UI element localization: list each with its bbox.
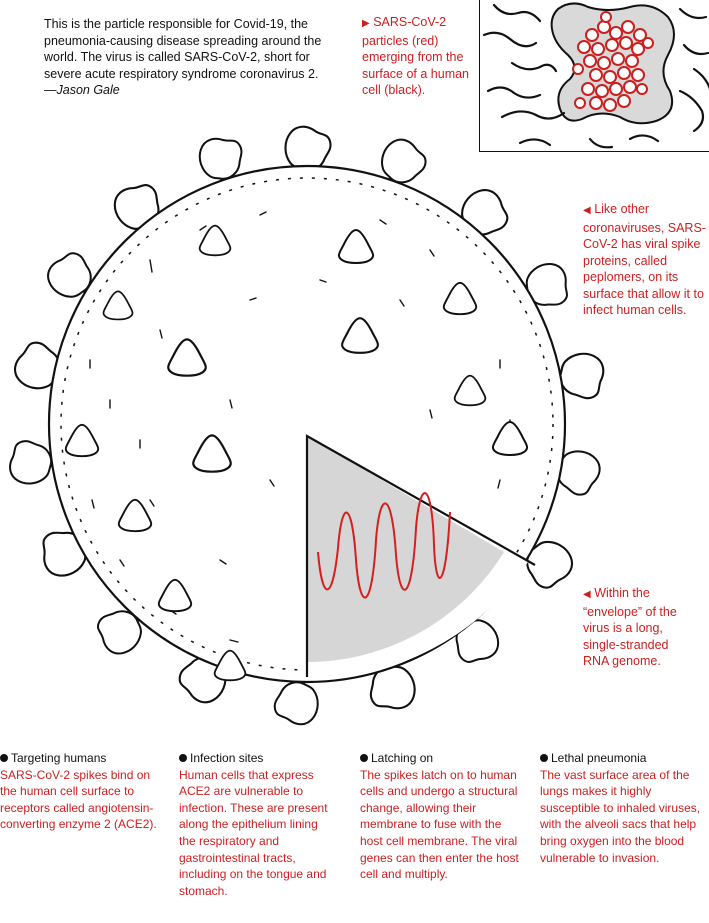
intro-byline: —Jason Gale: [44, 83, 120, 97]
cutaway-edge: [305, 434, 536, 677]
cell-particles-inset: [479, 0, 709, 152]
rna-genome: [317, 492, 451, 599]
column-heading: Latching on: [360, 750, 520, 767]
column-body: The vast surface area of the lungs makes…: [540, 767, 701, 865]
bullet-icon: [179, 754, 187, 762]
inset-caption-text: SARS-CoV-2 particles (red) emerging from…: [362, 15, 470, 97]
spike-caption: ◀ Like other coronaviruses, SARS-CoV-2 h…: [583, 201, 707, 319]
envelope-caption: ◀ Within the “envelope” of the virus is …: [583, 585, 693, 670]
column-heading-text: Targeting humans: [11, 751, 107, 765]
spike-caption-text: Like other coronaviruses, SARS-CoV-2 has…: [583, 202, 706, 317]
column-heading: Infection sites: [179, 750, 337, 767]
intro-text-block: This is the particle responsible for Cov…: [44, 16, 344, 99]
column-heading-text: Latching on: [371, 751, 434, 765]
envelope-caption-text: Within the “envelope” of the virus is a …: [583, 586, 677, 668]
column-body: SARS-CoV-2 spikes bind on the human cell…: [0, 767, 157, 832]
column-infection-sites: Infection sites Human cells that express…: [179, 750, 337, 899]
left-triangle-icon: ◀: [583, 205, 591, 216]
inset-caption: ▶ SARS-CoV-2 particles (red) emerging fr…: [362, 14, 474, 99]
column-latching-on: Latching on The spikes latch on to human…: [360, 750, 520, 883]
column-heading-text: Infection sites: [190, 751, 264, 765]
cell-surface-illustration: [482, 2, 709, 149]
column-heading: Targeting humans: [0, 750, 165, 767]
left-triangle-icon: ◀: [583, 589, 591, 600]
column-heading: Lethal pneumonia: [540, 750, 706, 767]
column-body: The spikes latch on to human cells and u…: [360, 767, 519, 882]
right-triangle-icon: ▶: [362, 18, 370, 29]
bullet-icon: [0, 754, 8, 762]
bullet-icon: [540, 754, 548, 762]
column-targeting-humans: Targeting humans SARS-CoV-2 spikes bind …: [0, 750, 165, 833]
cutaway-interior: [307, 436, 504, 662]
bullet-icon: [360, 754, 368, 762]
column-heading-text: Lethal pneumonia: [551, 751, 647, 765]
intro-text: This is the particle responsible for Cov…: [44, 17, 322, 81]
column-body: Human cells that express ACE2 are vulner…: [179, 767, 328, 898]
column-lethal-pneumonia: Lethal pneumonia The vast surface area o…: [540, 750, 706, 866]
